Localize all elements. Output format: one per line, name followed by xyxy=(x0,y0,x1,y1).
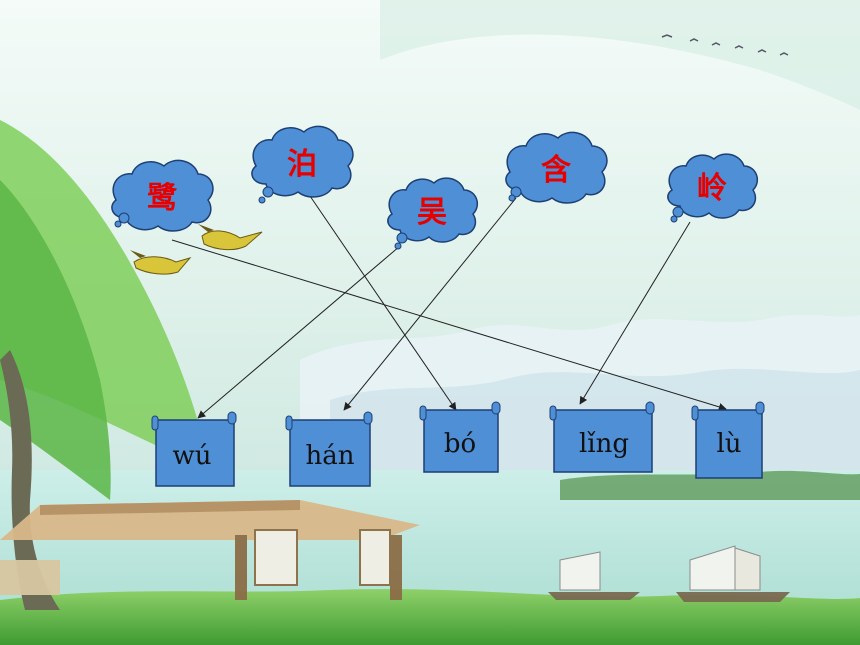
character-cloud[interactable]: 泊 xyxy=(251,125,354,204)
pinyin-scroll[interactable]: hán xyxy=(285,411,373,487)
character-cloud[interactable]: 岭 xyxy=(667,153,759,223)
pinyin-label: wú xyxy=(173,441,212,471)
pinyin-label: lù xyxy=(716,429,741,459)
character-label: 岭 xyxy=(697,171,727,206)
pinyin-scroll[interactable]: bó xyxy=(419,401,501,473)
bird-icon xyxy=(130,250,192,275)
pinyin-label: lǐng xyxy=(579,429,629,459)
pinyin-label: bó xyxy=(444,429,476,459)
match-line xyxy=(197,245,401,419)
pinyin-label: hán xyxy=(306,441,355,471)
character-cloud[interactable]: 鹭 xyxy=(111,159,214,232)
match-line xyxy=(171,239,727,411)
bird-icon xyxy=(198,224,263,251)
character-label: 含 xyxy=(541,153,572,188)
match-line xyxy=(309,195,457,411)
match-line xyxy=(343,197,517,411)
matching-lines xyxy=(171,195,727,419)
match-line xyxy=(579,221,691,405)
character-label: 鹭 xyxy=(147,181,178,216)
character-label: 吴 xyxy=(417,195,447,230)
character-cloud[interactable]: 含 xyxy=(505,131,608,204)
pinyin-scroll[interactable]: lù xyxy=(691,401,765,479)
pinyin-scroll[interactable]: lǐng xyxy=(549,401,655,473)
character-label: 泊 xyxy=(287,147,317,182)
pinyin-scroll[interactable]: wú xyxy=(151,411,237,487)
character-cloud[interactable]: 吴 xyxy=(387,177,479,250)
